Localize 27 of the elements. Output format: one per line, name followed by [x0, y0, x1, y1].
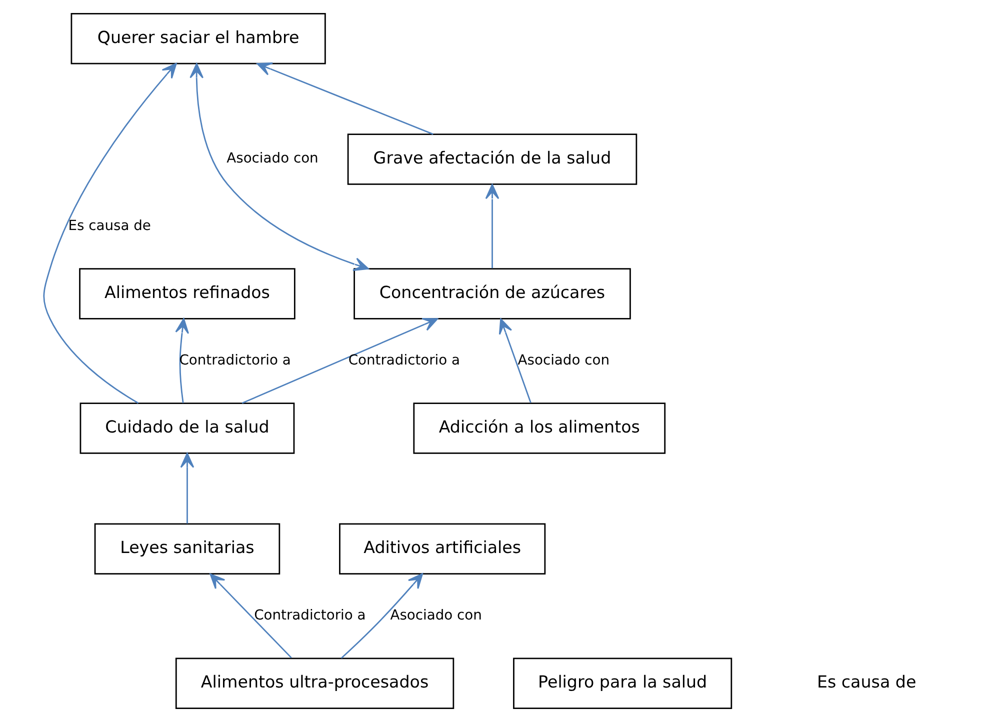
- edge-label: Contradictorio a: [254, 608, 366, 624]
- node-box: Concentración de azúcares: [353, 268, 630, 320]
- edge-label: Asociado con: [517, 352, 610, 368]
- edge-label: Asociado con: [226, 150, 318, 167]
- node-box: Aditivos artificiales: [338, 523, 546, 575]
- arrow: [189, 63, 368, 271]
- node-box: Cuidado de la salud: [79, 402, 294, 454]
- arrow: [209, 574, 292, 658]
- arrow: [241, 318, 438, 404]
- node-box: Alimentos refinados: [78, 268, 295, 320]
- edge-label: Asociado con: [390, 608, 482, 624]
- node-box: Querer saciar el hambre: [70, 13, 326, 64]
- arrow: [174, 318, 188, 404]
- arrow: [180, 452, 194, 524]
- edge-label: Es causa de: [68, 218, 150, 234]
- node-box: Peligro para la salud: [512, 658, 732, 709]
- edge-label: Contradictorio a: [348, 352, 460, 368]
- arrow: [256, 62, 433, 135]
- label: Es causa de: [816, 672, 916, 692]
- arrow: [340, 573, 423, 659]
- node-box: Adicción a los alimentos: [412, 402, 666, 454]
- arrow: [42, 63, 176, 404]
- node-box: Grave afectación de la salud: [346, 134, 637, 185]
- node-box: Leyes sanitarias: [94, 523, 280, 575]
- node-box: Alimentos ultra-procesados: [174, 658, 454, 709]
- arrow: [484, 184, 499, 268]
- arrow: [498, 318, 531, 403]
